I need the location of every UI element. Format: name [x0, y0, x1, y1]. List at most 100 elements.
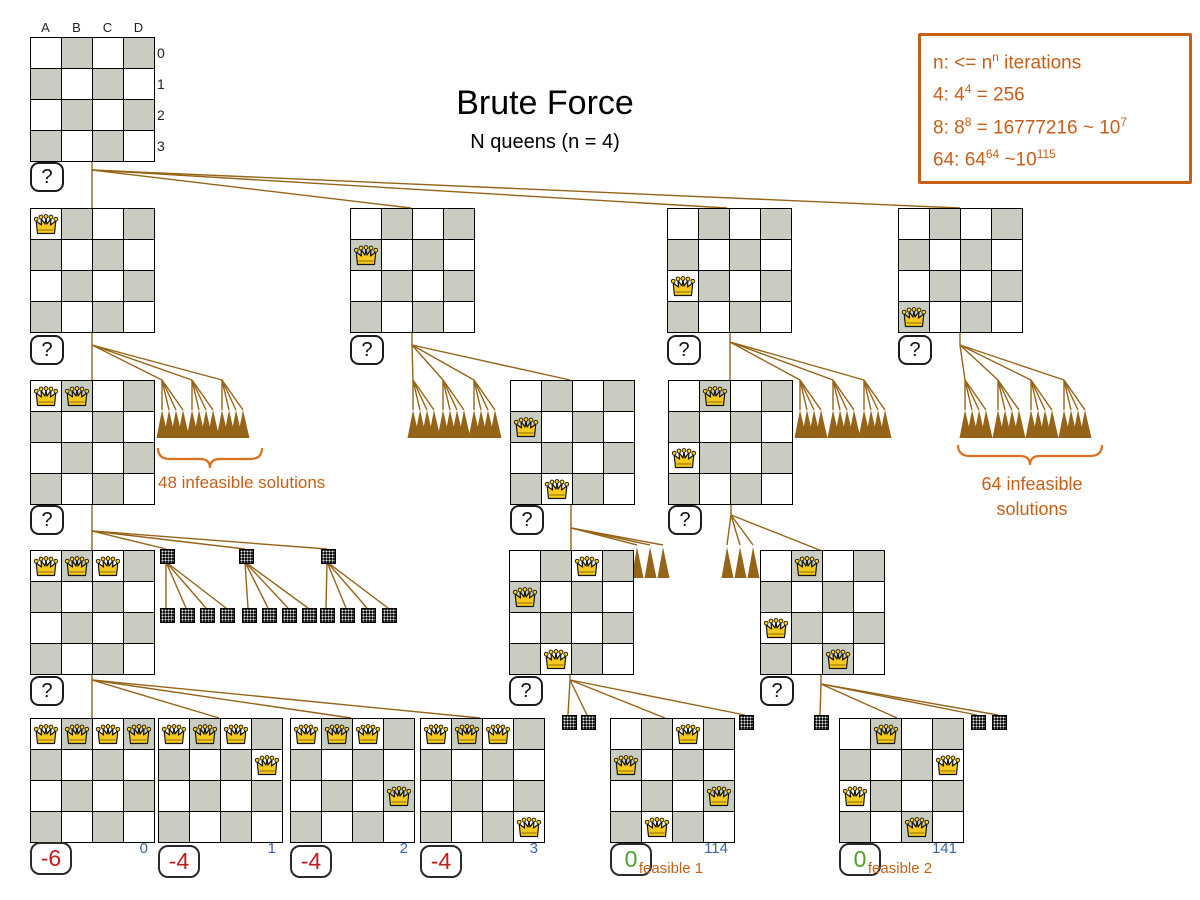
question-badge: ? — [30, 676, 64, 706]
board-cell — [353, 781, 383, 811]
board-cell — [322, 812, 352, 842]
queen-icon — [64, 555, 90, 576]
board-cell — [699, 302, 729, 332]
board-cell — [992, 209, 1022, 239]
board-cell — [761, 582, 791, 612]
board-cell — [854, 613, 884, 643]
board-cell — [992, 302, 1022, 332]
queen-icon — [516, 816, 542, 837]
board-cell — [62, 781, 92, 811]
board-cell — [444, 209, 474, 239]
queen-icon — [671, 447, 697, 468]
board-cell — [322, 750, 352, 780]
board-cell — [221, 750, 251, 780]
solution-index: 0 — [139, 840, 148, 857]
board-cell — [353, 750, 383, 780]
board-cell — [700, 412, 730, 442]
board-cell — [542, 443, 572, 473]
board-cell — [541, 644, 571, 674]
queen-icon — [544, 478, 570, 499]
queen-icon — [353, 244, 379, 265]
board-a0b0 — [30, 380, 155, 505]
question-badge: ? — [30, 162, 64, 192]
board-cell — [124, 644, 154, 674]
board-cell — [933, 719, 963, 749]
column-labels: A B C D — [30, 20, 155, 35]
queen-icon — [644, 816, 670, 837]
board-cell — [62, 38, 92, 68]
board-cell — [902, 781, 932, 811]
board-cell — [902, 812, 932, 842]
pruned-node-icon — [382, 608, 397, 623]
board-cell — [31, 443, 61, 473]
info-line: 4: 44 = 256 — [933, 82, 1025, 106]
pruned-node-icon — [581, 715, 596, 730]
board-cell — [31, 131, 61, 161]
board-cell — [322, 719, 352, 749]
col-label: A — [41, 20, 50, 35]
board-cell — [840, 781, 870, 811]
board-cell — [159, 750, 189, 780]
queen-icon — [126, 723, 152, 744]
board-cell — [511, 474, 541, 504]
board-a0 — [30, 208, 155, 333]
board-cell — [604, 412, 634, 442]
board-cell — [62, 412, 92, 442]
board-cell — [190, 812, 220, 842]
board-cell — [961, 302, 991, 332]
score-badge: 0 — [839, 843, 881, 876]
board-cell — [573, 412, 603, 442]
board-cell — [413, 302, 443, 332]
board-cell — [413, 240, 443, 270]
board-d2 — [290, 718, 415, 843]
pruned-node-icon — [242, 608, 257, 623]
board-cell — [291, 812, 321, 842]
row-label: 3 — [157, 137, 165, 154]
board-cell — [669, 381, 699, 411]
board-cell — [221, 781, 251, 811]
board-d3 — [420, 718, 545, 843]
board-cell — [510, 551, 540, 581]
board-cell — [444, 240, 474, 270]
board-cell — [961, 271, 991, 301]
queen-icon — [95, 723, 121, 744]
board-cell — [792, 582, 822, 612]
board-cell — [413, 209, 443, 239]
pruned-node-icon — [361, 608, 376, 623]
board-root — [30, 37, 155, 162]
board-cell — [642, 781, 672, 811]
board-cell — [731, 412, 761, 442]
board-cell — [603, 613, 633, 643]
board-cell — [731, 474, 761, 504]
board-cell — [823, 644, 853, 674]
iterations-info-box: n: <= nn iterations 4: 44 = 256 8: 88 = … — [918, 33, 1192, 185]
board-cell — [669, 412, 699, 442]
question-badge: ? — [30, 505, 64, 535]
board-cell — [421, 750, 451, 780]
board-cell — [351, 240, 381, 270]
board-cell — [604, 381, 634, 411]
board-cell — [31, 582, 61, 612]
pruned-node-icon — [320, 608, 335, 623]
pruned-node-icon — [739, 715, 754, 730]
board-feasible-2 — [839, 718, 964, 843]
board-cell — [421, 781, 451, 811]
board-cell — [730, 302, 760, 332]
board-cell — [762, 412, 792, 442]
board-cell — [124, 131, 154, 161]
board-cell — [31, 812, 61, 842]
board-cell — [871, 719, 901, 749]
board-cell — [31, 719, 61, 749]
board-cell — [62, 131, 92, 161]
score-badge: 0 — [610, 843, 652, 876]
board-cell — [62, 582, 92, 612]
board-cell — [762, 443, 792, 473]
board-cell — [124, 474, 154, 504]
question-badge: ? — [760, 676, 794, 706]
question-badge: ? — [898, 335, 932, 365]
infeasible-48-label: 48 infeasible solutions — [158, 473, 326, 492]
board-cell — [930, 271, 960, 301]
board-cell — [930, 240, 960, 270]
queen-icon — [254, 754, 280, 775]
board-cell — [384, 781, 414, 811]
